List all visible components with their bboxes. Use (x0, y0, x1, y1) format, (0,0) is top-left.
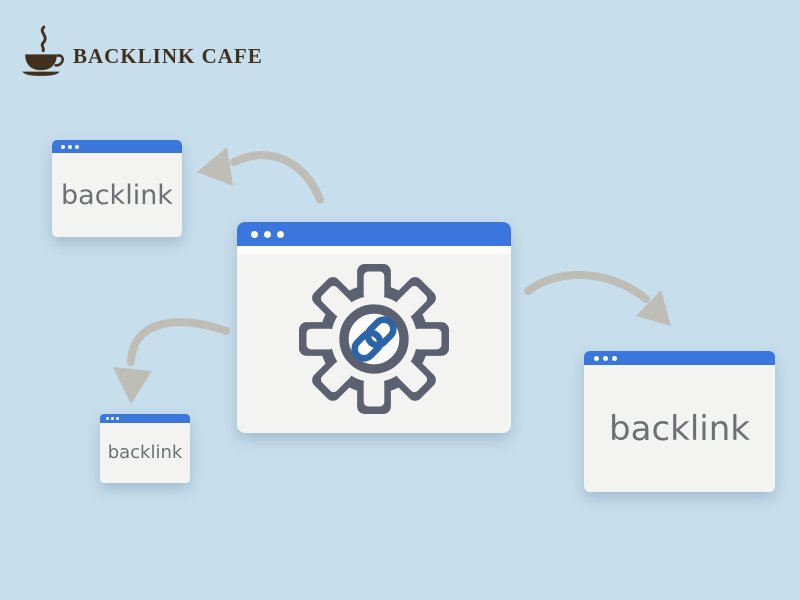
gear-inner-ring (339, 303, 409, 374)
browser-window-right: backlink (584, 351, 775, 492)
window-body (237, 254, 511, 433)
window-dot-icon (75, 144, 79, 149)
window-titlebar (237, 222, 511, 246)
browser-window-center (237, 222, 511, 433)
window-dot-icon (68, 144, 72, 149)
window-body: backlink (584, 365, 775, 492)
window-dot-icon (251, 230, 258, 238)
window-titlebar (584, 351, 775, 365)
window-dot-icon (264, 230, 271, 238)
arrow-center-to-bottom-left (127, 318, 230, 366)
window-dot-icon (116, 417, 119, 420)
backlink-label: backlink (609, 408, 750, 449)
arrowhead-top-left (197, 147, 233, 186)
window-dot-icon (106, 417, 109, 420)
brand-logo: BACKLINK CAFE (18, 24, 263, 76)
backlink-label: backlink (107, 442, 183, 463)
arrowhead-right (636, 290, 671, 326)
window-titlebar (100, 414, 190, 423)
gear-link-icon (299, 263, 449, 414)
window-dot-icon (277, 230, 284, 238)
window-titlebar (52, 140, 182, 153)
window-dot-icon (61, 144, 65, 149)
chain-link-icon (351, 315, 397, 362)
window-dot-icon (111, 417, 114, 420)
browser-window-bottom-left: backlink (100, 414, 190, 483)
window-dot-icon (603, 355, 608, 361)
window-toolbar-strip (237, 246, 511, 254)
window-dot-icon (594, 355, 599, 361)
arrow-center-to-right (524, 270, 650, 303)
arrowhead-bottom-left (113, 367, 152, 404)
window-body: backlink (100, 423, 190, 483)
window-body: backlink (52, 153, 182, 237)
arrow-center-to-top-left (230, 151, 324, 204)
brand-name: BACKLINK CAFE (73, 44, 263, 68)
browser-window-top-left: backlink (52, 140, 182, 237)
coffee-cup-icon (22, 25, 64, 76)
window-dot-icon (612, 355, 617, 361)
backlink-label: backlink (61, 179, 173, 211)
